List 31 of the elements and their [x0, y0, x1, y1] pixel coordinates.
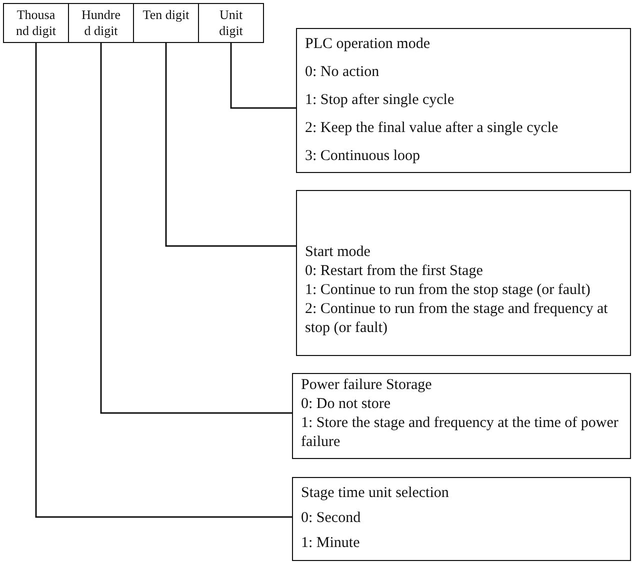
connector-line	[165, 43, 296, 247]
description-box	[296, 190, 631, 356]
setting-heading: Stage time unit selection	[301, 484, 450, 503]
description-box	[292, 373, 631, 459]
connector-line	[230, 43, 296, 109]
digit-label: Ten digit	[142, 7, 190, 23]
option-text: 0: No action	[305, 63, 380, 82]
option-text: 1: Store the stage and frequency at the time of power failure	[301, 414, 620, 452]
setting-heading: Power failure Storage	[301, 376, 433, 395]
option-text: 0: Second	[301, 509, 362, 528]
digit-box	[68, 3, 134, 43]
option-text: 1: Stop after single cycle	[305, 91, 456, 110]
digit-label: Unit digit	[218, 7, 244, 39]
option-text: 3: Continuous loop	[305, 147, 422, 166]
description-box	[296, 28, 631, 173]
option-text: 0: Restart from the first Stage	[305, 262, 484, 281]
description-box	[292, 477, 631, 561]
option-text: 1: Continue to run from the stop stage (or fault)	[305, 281, 592, 300]
digit-label: Thousa nd digit	[14, 7, 58, 39]
digit-label: Hundre d digit	[80, 7, 122, 39]
digit-box	[198, 3, 264, 43]
connector-line	[100, 43, 292, 414]
setting-heading: Start mode	[305, 243, 372, 262]
option-text: 2: Keep the final value after a single cycle	[305, 119, 560, 138]
option-text: 1: Minute	[301, 534, 361, 553]
digit-box	[3, 3, 69, 43]
option-text: 0: Do not store	[301, 395, 392, 414]
digit-box	[133, 3, 199, 43]
option-text: 2: Continue to run from the stage and frequency at stop (or fault)	[305, 300, 609, 338]
connector-line	[35, 43, 292, 518]
setting-heading: PLC operation mode	[305, 35, 431, 54]
